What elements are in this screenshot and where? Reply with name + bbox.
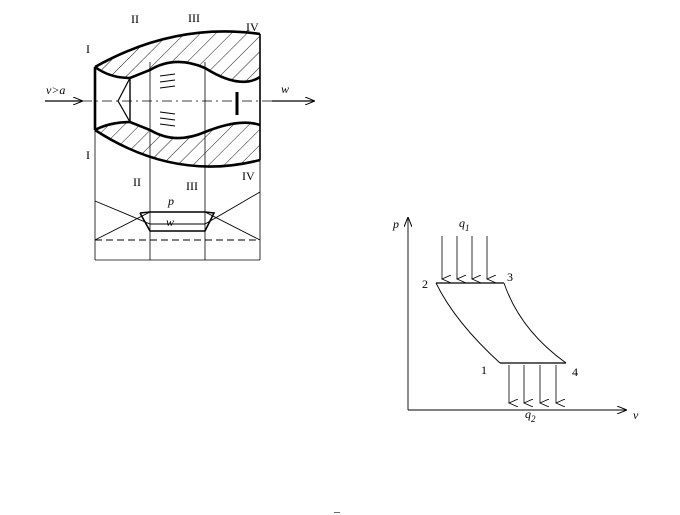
section-label-top-3: III xyxy=(188,11,200,25)
outlet-velocity-label: w xyxy=(281,82,289,96)
outer-contour-bottom xyxy=(94,128,261,168)
velocity-label: w xyxy=(166,215,174,229)
section-label-bottom-1: I xyxy=(86,148,90,162)
cone-edge-bottom xyxy=(117,100,131,123)
point-4-label: 4 xyxy=(572,365,578,379)
p-axis-label: p xyxy=(392,217,399,231)
section-label-top-4: IV xyxy=(246,20,259,34)
point-3-label: 3 xyxy=(507,270,513,284)
pressure-curve xyxy=(94,191,261,225)
heat-in-label: q1 xyxy=(459,216,470,233)
outer-contour-top xyxy=(94,30,261,69)
point-1-label: 1 xyxy=(481,363,487,377)
ramjet-diagram: v>a w I II III IV I II III IV p w xyxy=(45,11,314,261)
pv-diagram: p v q1 q2 1 2 3 4 xyxy=(392,216,639,424)
section-label-top-2: II xyxy=(131,12,139,26)
inner-contour-top xyxy=(94,60,261,84)
inner-contour-bottom xyxy=(94,120,261,140)
section-label-bottom-3: III xyxy=(186,179,198,193)
lower-wall xyxy=(95,122,260,167)
footer-mark: – xyxy=(333,504,341,515)
upper-wall xyxy=(95,31,260,82)
heat-out-arrows xyxy=(509,365,556,403)
cone-edge-top xyxy=(117,77,131,102)
heat-out-label: q2 xyxy=(525,407,536,424)
v-axis-label: v xyxy=(633,408,639,422)
section-label-bottom-2: II xyxy=(133,175,141,189)
velocity-curve-outer xyxy=(94,211,261,241)
section-label-top-1: I xyxy=(86,42,90,56)
velocity-curve xyxy=(139,211,216,232)
adiabat-compression xyxy=(435,282,501,364)
adiabat-expansion xyxy=(503,282,567,364)
distribution-plot: p w xyxy=(94,191,261,261)
fuel-injectors xyxy=(159,73,176,127)
section-label-bottom-4: IV xyxy=(242,169,255,183)
heat-in-arrows xyxy=(442,236,487,279)
inlet-velocity-label: v>a xyxy=(46,83,65,97)
pressure-label: p xyxy=(167,194,174,208)
point-2-label: 2 xyxy=(422,277,428,291)
